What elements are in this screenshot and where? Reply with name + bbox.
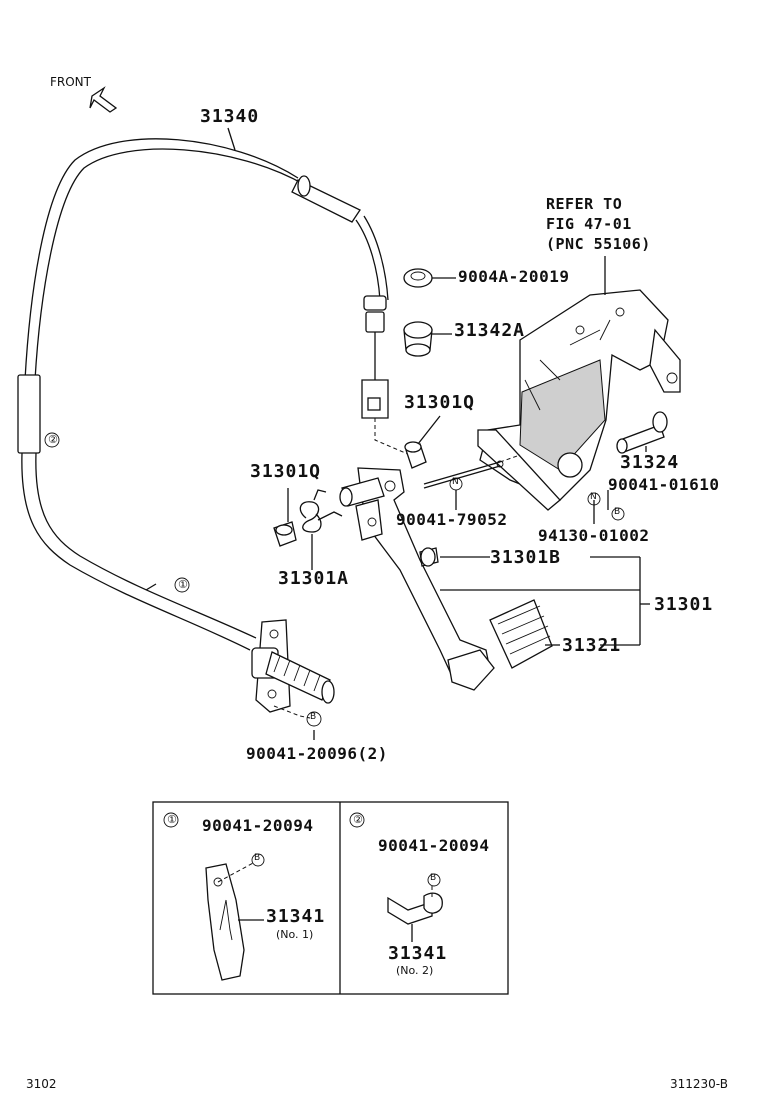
bolt-31324	[616, 411, 668, 454]
part-90041-20096[interactable]: 90041-20096(2)	[246, 744, 388, 763]
spring-31301a	[273, 489, 343, 547]
detail-2-note: (No. 2)	[396, 964, 434, 977]
part-31301b[interactable]: 31301B	[490, 547, 562, 568]
callout-b-marker-2: B	[614, 507, 621, 517]
part-31301q-left[interactable]: 31301Q	[250, 461, 322, 482]
part-31301[interactable]: 31301	[654, 594, 714, 615]
leader-lines	[227, 127, 650, 740]
detail-2-bracket[interactable]: 31341	[388, 943, 448, 964]
clutch-pedal-arm	[339, 467, 495, 691]
callout-2-marker: ②	[48, 433, 58, 446]
footer-page-code: 3102	[26, 1077, 57, 1091]
bush-31301q-right	[404, 441, 427, 469]
part-31301q-right[interactable]: 31301Q	[404, 392, 476, 413]
footer-figure-code: 311230-B	[670, 1077, 728, 1091]
detail-2-bolt[interactable]: 90041-20094	[378, 836, 490, 855]
part-31340[interactable]: 31340	[200, 106, 260, 127]
callout-n-marker: N	[452, 477, 459, 487]
refer-line-1: REFER TO	[546, 195, 623, 213]
detail-1-bolt[interactable]: 90041-20094	[202, 816, 314, 835]
part-31321[interactable]: 31321	[562, 635, 622, 656]
part-90041-01610[interactable]: 90041-01610	[608, 475, 720, 494]
part-31324[interactable]: 31324	[620, 452, 680, 473]
refer-line-2: FIG 47-01	[546, 215, 632, 233]
callout-markers	[44, 432, 625, 727]
pin-90041-79052	[423, 454, 521, 489]
detail-1-bracket[interactable]: 31341	[266, 906, 326, 927]
bushing-parts	[403, 268, 433, 357]
clutch-cable	[17, 138, 411, 651]
part-31342a[interactable]: 31342A	[454, 320, 526, 341]
refer-line-3: (PNC 55106)	[546, 235, 651, 253]
pedal-bracket	[477, 256, 681, 511]
front-arrow-icon	[89, 86, 118, 113]
callout-1-marker: ①	[178, 578, 188, 591]
pedal-pad	[489, 599, 553, 669]
front-label: FRONT	[50, 75, 91, 89]
detail-2-b-marker: B	[430, 873, 437, 883]
part-9004a-20019[interactable]: 9004A-20019	[458, 267, 570, 286]
callout-n-marker-2: N	[590, 492, 597, 502]
callout-b-marker: B	[310, 712, 317, 722]
detail-1-b-marker: B	[254, 853, 261, 863]
part-31301a[interactable]: 31301A	[278, 568, 350, 589]
part-90041-79052[interactable]: 90041-79052	[396, 510, 508, 529]
part-94130-01002[interactable]: 94130-01002	[538, 526, 650, 545]
detail-1-marker: ①	[167, 813, 177, 826]
detail-boxes	[152, 801, 509, 995]
detail-1-note: (No. 1)	[276, 928, 314, 941]
detail-2-marker: ②	[353, 813, 363, 826]
cable-adjuster	[251, 619, 335, 719]
stopper-31301b	[419, 547, 439, 567]
